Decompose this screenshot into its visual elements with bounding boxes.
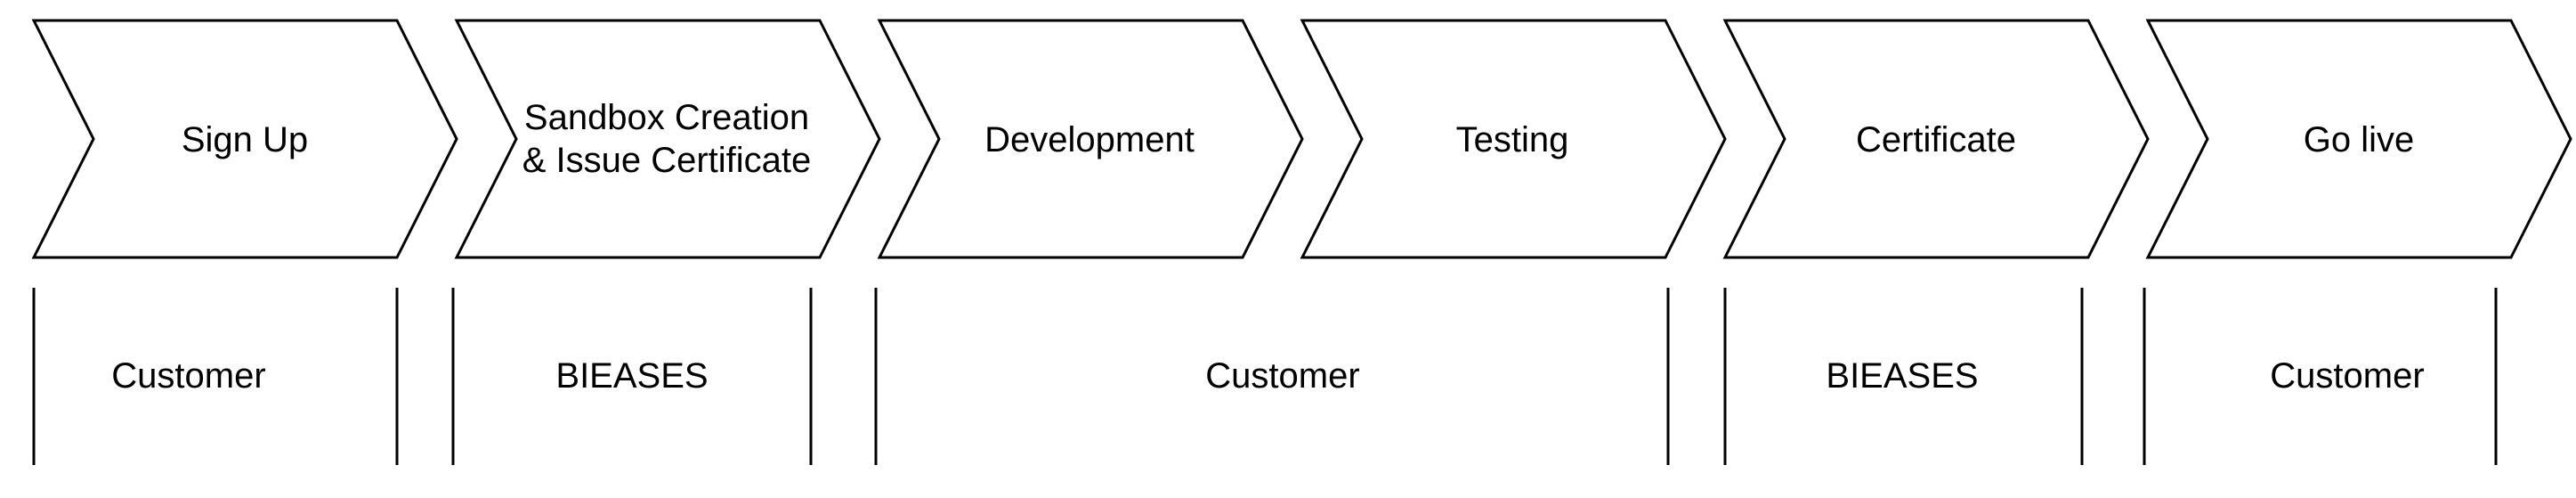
stage-sign-up-label: Sign Up (182, 120, 308, 159)
stage-testing: Testing (1300, 19, 1727, 259)
stage-sandbox-creation: Sandbox Creation & Issue Certificate (454, 19, 881, 259)
stage-sign-up: Sign Up (31, 19, 458, 259)
owner-lane-go-live-label: Customer (2270, 356, 2424, 396)
stage-sign-up-chevron (31, 19, 458, 259)
stage-chevrons: Sign Up Sandbox Creation & Issue Certifi… (31, 19, 2572, 259)
owner-lane-sandbox: BIEASES (451, 288, 813, 465)
owner-lane-sign-up-label: Customer (111, 356, 265, 396)
stage-certificate: Certificate (1722, 19, 2150, 259)
owner-lane-certificate-label: BIEASES (1826, 356, 1978, 396)
stage-sandbox-creation-chevron (454, 19, 881, 259)
stage-sandbox-creation-label-line-2: & Issue Certificate (522, 141, 812, 180)
stage-go-live-chevron (2145, 19, 2572, 259)
stage-testing-label: Testing (1456, 120, 1569, 159)
stage-testing-chevron (1300, 19, 1727, 259)
owner-lane-go-live: Customer (2143, 288, 2498, 465)
owner-lane-sign-up: Customer (32, 288, 399, 465)
stage-go-live-label: Go live (2304, 120, 2415, 159)
stage-certificate-chevron (1722, 19, 2150, 259)
stage-certificate-label: Certificate (1856, 120, 2016, 159)
stage-sandbox-creation-label-line-1: Sandbox Creation (524, 98, 809, 137)
stage-go-live: Go live (2145, 19, 2572, 259)
stage-development: Development (877, 19, 1304, 259)
owner-lane-development-testing-label: Customer (1205, 356, 1359, 396)
stage-development-label: Development (984, 120, 1195, 159)
stage-development-chevron (877, 19, 1304, 259)
owner-lane-sandbox-label: BIEASES (555, 356, 708, 396)
owner-lane-certificate: BIEASES (1723, 288, 2084, 465)
owner-lane-development-testing: Customer (874, 288, 1670, 465)
owner-lanes: Customer BIEASES Customer BIEASES Custom… (32, 288, 2498, 465)
